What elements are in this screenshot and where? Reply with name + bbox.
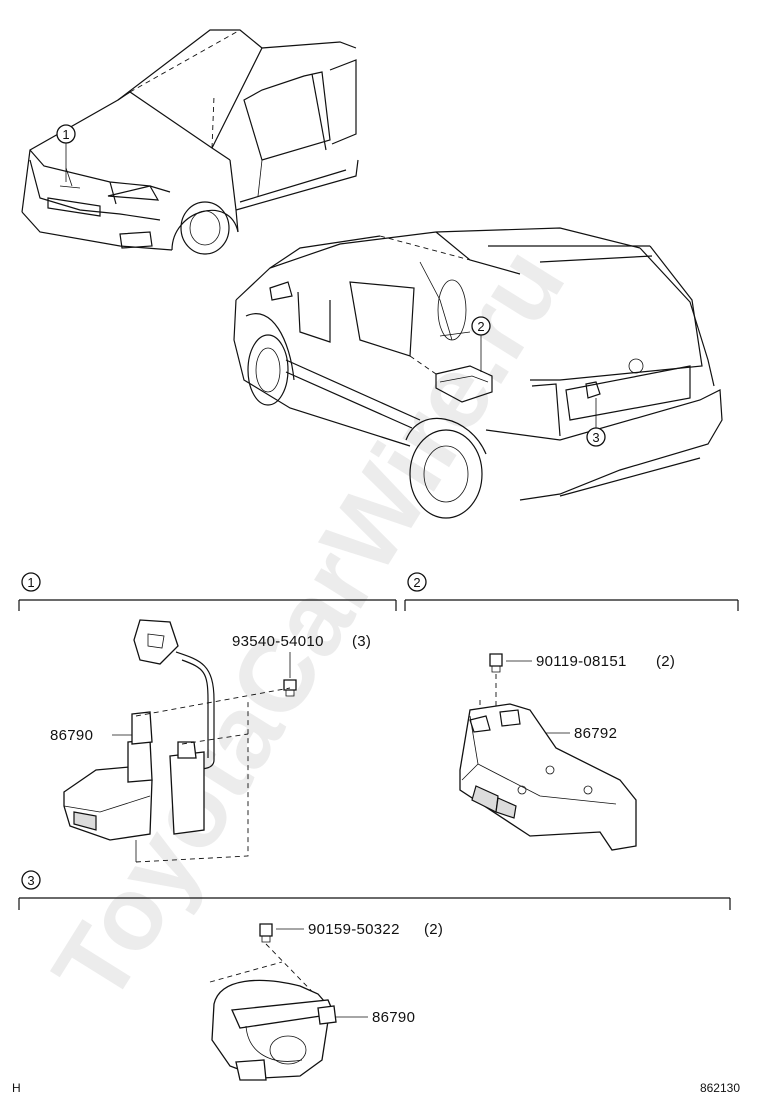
front-car-illustration: 1 bbox=[21, 29, 359, 255]
section-1-label: 1 bbox=[27, 575, 34, 590]
section-3: 3 90159-50322 (2) 86790 bbox=[18, 870, 731, 1081]
connector bbox=[133, 619, 179, 665]
section-3-label: 3 bbox=[27, 873, 34, 888]
section-2-label: 2 bbox=[413, 575, 420, 590]
footer-code: H bbox=[12, 1081, 21, 1095]
section-3-marker bbox=[21, 870, 41, 890]
camera-body bbox=[211, 979, 331, 1079]
part-93540-54010-qty: (3) bbox=[352, 633, 371, 650]
section-1-marker bbox=[21, 572, 41, 592]
part-86792-number: 86792 bbox=[574, 725, 617, 742]
callout-1-marker bbox=[56, 124, 76, 144]
callout-1-label: 1 bbox=[62, 127, 69, 142]
part-93540-54010-number: 93540-54010 bbox=[232, 633, 324, 650]
callout-2-marker bbox=[471, 316, 491, 336]
section-2: 2 90119-08151 (2) 86792 bbox=[404, 572, 739, 851]
part-90119-08151-qty: (2) bbox=[656, 653, 675, 670]
part-90119-08151-number: 90119-08151 bbox=[536, 653, 627, 670]
callout-3-label: 3 bbox=[592, 430, 599, 445]
drawing-number: 862130 bbox=[700, 1081, 740, 1095]
part-90159-50322-number: 90159-50322 bbox=[308, 921, 400, 938]
watermark-text: ToyotaCarWire.ru bbox=[31, 228, 587, 1022]
part-86790-b-number: 86790 bbox=[372, 1009, 415, 1026]
callout-3-marker bbox=[586, 427, 606, 447]
section-1: 1 93540-54010 (3) 86790 bbox=[18, 572, 397, 863]
rear-car-illustration: 2 3 bbox=[233, 227, 723, 519]
section-2-marker bbox=[407, 572, 427, 592]
part-86790-number: 86790 bbox=[50, 727, 93, 744]
callout-2-label: 2 bbox=[477, 319, 484, 334]
part-90159-50322-qty: (2) bbox=[424, 921, 443, 938]
